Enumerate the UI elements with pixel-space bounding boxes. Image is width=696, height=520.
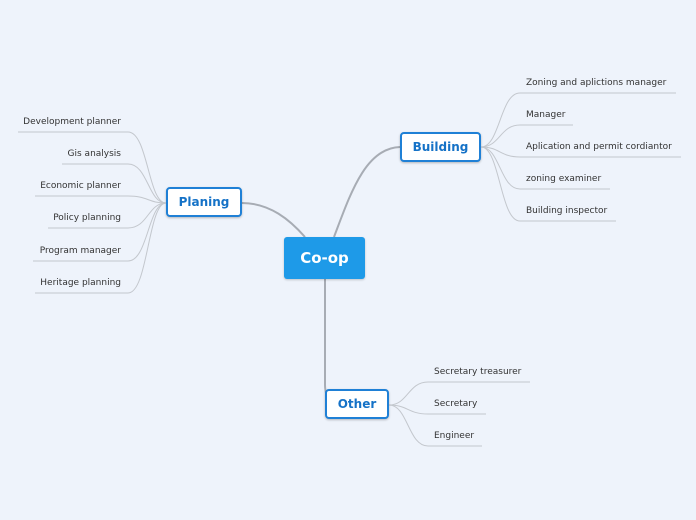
leaf-line: [62, 163, 167, 204]
subtopic-zoning-examiner[interactable]: zoning examiner: [526, 174, 602, 184]
subtopic-building-inspector[interactable]: Building inspector: [526, 206, 608, 216]
subtopic-development-planner[interactable]: Development planner: [23, 117, 121, 127]
topic-other[interactable]: Other: [325, 389, 389, 419]
subtopic-heritage-planning[interactable]: Heritage planning: [40, 278, 121, 288]
topic-planing[interactable]: Planing: [166, 187, 242, 217]
subtopic-program-manager[interactable]: Program manager: [39, 246, 121, 256]
connector-central-other: [324, 279, 329, 406]
subtopic-gis-analysis[interactable]: Gis analysis: [67, 149, 121, 159]
topic-building[interactable]: Building: [400, 132, 481, 162]
leaf-line: [35, 195, 167, 204]
leaf-line: [388, 381, 530, 406]
leaf-line: [18, 131, 167, 204]
central-topic[interactable]: Co-op: [284, 237, 365, 279]
subtopic-engineer[interactable]: Engineer: [434, 431, 475, 441]
subtopic-policy-planning[interactable]: Policy planning: [53, 213, 121, 223]
subtopic-zoning-manager[interactable]: Zoning and aplictions manager: [526, 78, 667, 88]
leaf-line: [480, 124, 573, 148]
leaf-line: [480, 146, 616, 222]
leaf-line: [480, 92, 676, 148]
leaf-line: [33, 202, 167, 262]
connector-central-building: [333, 146, 401, 238]
leaf-line: [480, 146, 610, 190]
planing-leaf-lines: [18, 131, 167, 294]
subtopic-secretary[interactable]: Secretary: [434, 399, 478, 409]
connector-central-planing: [241, 202, 306, 238]
subtopic-economic-planner[interactable]: Economic planner: [40, 181, 121, 191]
leaf-line: [35, 202, 167, 294]
subtopic-permit-coordinator[interactable]: Aplication and permit cordiantor: [526, 142, 672, 152]
leaf-line: [48, 202, 167, 229]
leaf-line: [388, 404, 486, 415]
subtopic-manager[interactable]: Manager: [526, 110, 566, 120]
building-leaf-lines: [480, 92, 681, 222]
other-leaf-lines: [388, 381, 530, 447]
leaf-line: [480, 146, 681, 158]
leaf-line: [388, 404, 482, 447]
subtopic-secretary-treasurer[interactable]: Secretary treasurer: [434, 367, 522, 377]
